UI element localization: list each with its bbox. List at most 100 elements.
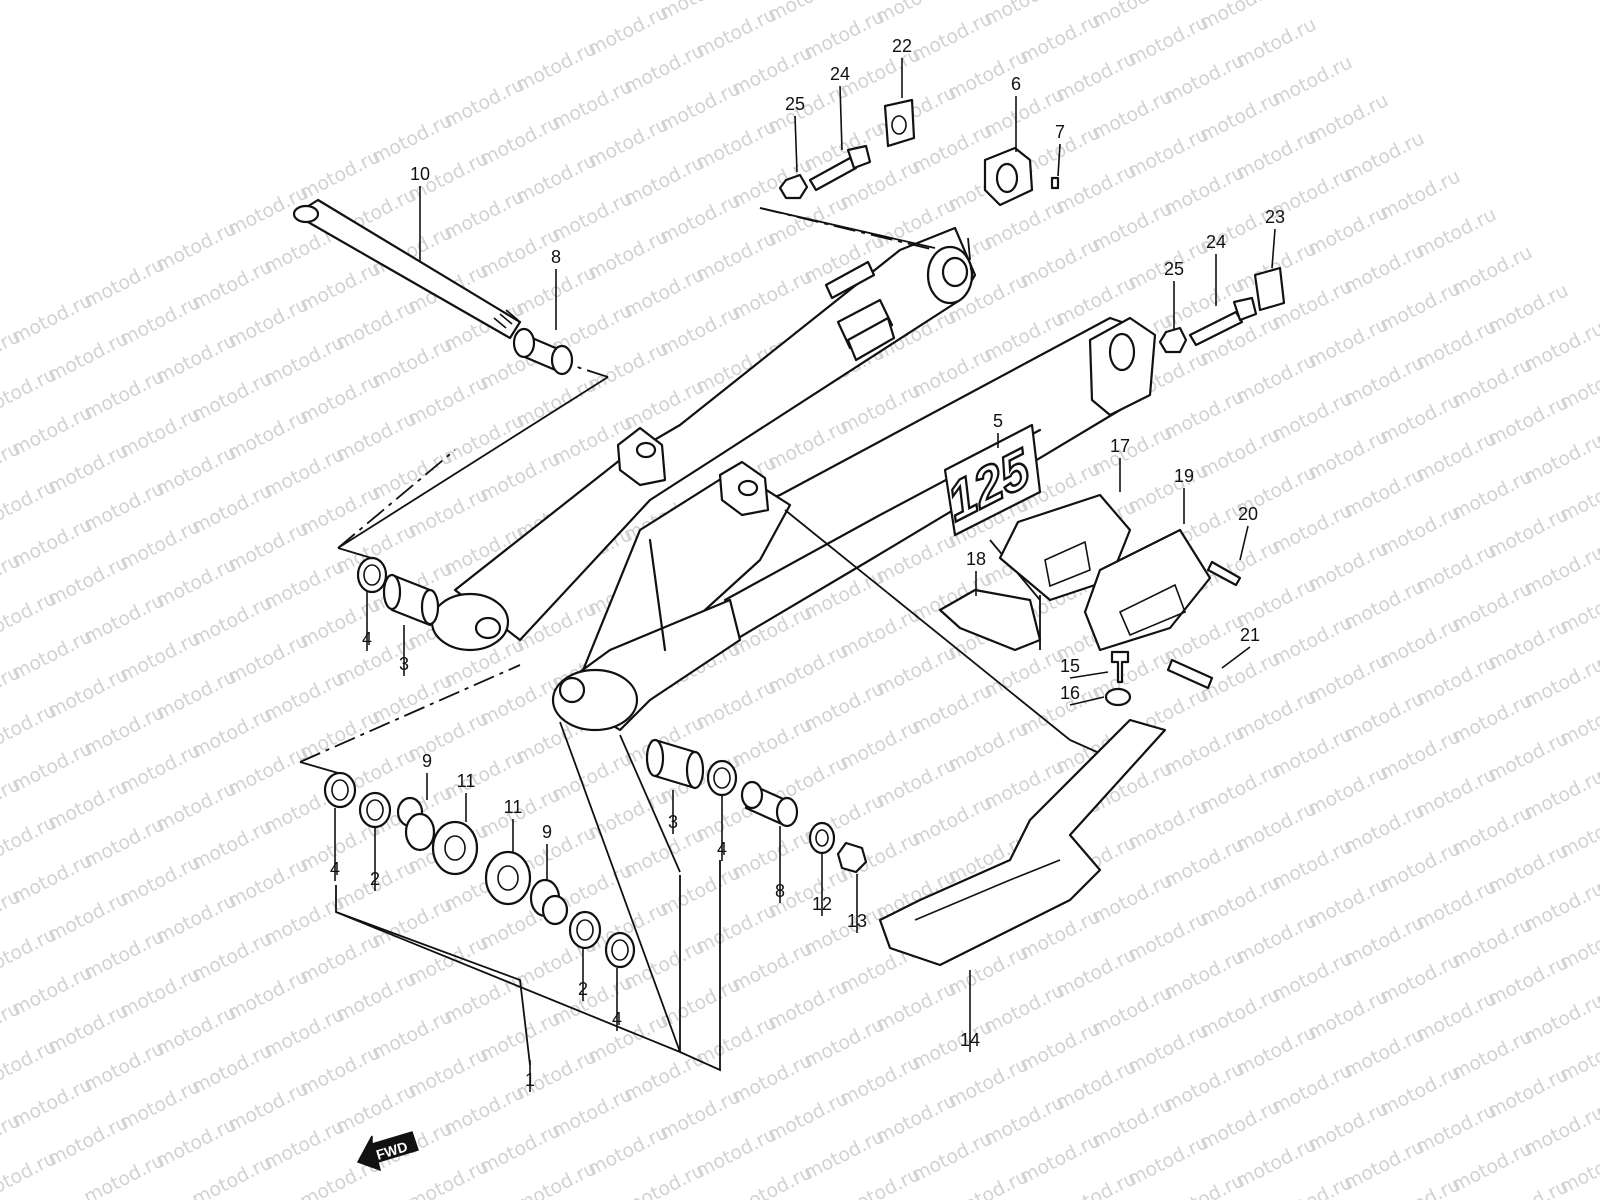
bolt-20 [1206,560,1242,587]
clip-22 [883,98,916,148]
washer-11-a [431,820,479,876]
bolt-21 [1166,658,1214,690]
watermark-text: motod.ru [1196,0,1284,34]
chain-slider-14 [878,718,1167,967]
bolt-15 [1110,650,1130,684]
callout-23: 23 [1265,207,1285,269]
watermark-text: motod.ru [1556,691,1600,750]
plate-19 [1083,528,1212,652]
callout-11: 11 [504,797,522,852]
washer-16 [1104,687,1132,707]
callout-number: 15 [1060,656,1080,676]
watermark-text: motod.ru [1304,89,1392,148]
watermark-text: motod.ru [872,0,960,28]
callout-number: 4 [362,629,372,649]
nut-13 [836,841,868,874]
seal-4-d [706,759,738,797]
collar-2-a [358,791,392,829]
callout-24: 24 [1206,232,1226,306]
callout-20: 20 [1238,504,1258,561]
callout-16: 16 [1060,683,1105,706]
callout-4: 4 [717,796,727,861]
callout-number: 8 [551,247,561,267]
watermark-text: motod.ru [1556,579,1600,638]
callout-4: 4 [330,808,340,881]
callout-18: 18 [966,549,986,596]
callout-number: 12 [812,894,832,914]
callout-number: 16 [1060,683,1080,703]
watermark-text: motod.ru [1448,241,1536,300]
watermark-text: motod.ru [1520,541,1600,600]
watermark-text: motod.ru [1232,13,1320,72]
watermark-text: motod.ru [1556,915,1600,974]
callout-9: 9 [542,822,552,880]
watermark-text: motod.ru [1520,989,1600,1048]
callout-number: 24 [830,64,850,84]
watermark-text: motod.ru [1556,1139,1600,1198]
callout-leader [1069,696,1105,706]
callout-24: 24 [830,64,850,151]
callout-leader [1221,646,1251,669]
callout-2: 2 [370,828,380,891]
watermark-text: motod.ru [764,0,852,26]
callout-number: 4 [612,1009,622,1029]
callout-8: 8 [775,826,785,903]
callout-4: 4 [362,592,372,651]
watermark-text: motod.ru [1556,355,1600,414]
screw-7 [1050,176,1060,190]
callout-number: 6 [1011,74,1021,94]
seal-4-c [604,931,636,969]
bearing-3-a [382,573,440,627]
callout-number: 17 [1110,436,1130,456]
bolt-24-upper [808,144,872,192]
callout-14: 14 [960,970,980,1052]
callout-number: 25 [1164,259,1184,279]
callout-number: 9 [422,751,432,771]
watermark-text: motod.ru [1556,1027,1600,1086]
callout-4: 4 [612,968,622,1031]
callout-10: 10 [410,164,430,262]
bolt-24-right [1188,296,1258,347]
callout-25: 25 [785,94,805,173]
fwd-arrow: FWD [356,1131,419,1172]
callout-7: 7 [1055,122,1065,177]
callout-17: 17 [1110,436,1130,492]
callout-1: 1 [525,1060,535,1092]
bush-9-b [529,878,569,926]
clip-23 [1253,266,1286,312]
callout-number: 4 [330,859,340,879]
callout-6: 6 [1011,74,1021,152]
watermark-text: motod.ru [1520,653,1600,712]
callout-8: 8 [551,247,561,330]
callout-number: 23 [1265,207,1285,227]
seal-4-b [323,771,357,809]
callout-3: 3 [668,790,678,834]
watermark-text: motod.ru [1340,127,1428,186]
callout-leader [839,85,843,151]
callout-leader [794,115,798,173]
callout-number: 2 [370,869,380,889]
bush-9-a [396,796,436,852]
watermark-text: motod.ru [1520,1101,1600,1160]
watermark-text: motod.ru [1412,203,1500,262]
callout-number: 8 [775,881,785,901]
callout-number: 18 [966,549,986,569]
callout-number: 22 [892,36,912,56]
collar-8-upper [512,327,574,376]
nut-25-upper [778,173,809,200]
pivot-axle-bolt [292,198,522,340]
collar-8-lower [740,780,799,828]
callout-19: 19 [1174,466,1194,524]
watermark-text: motod.ru [656,0,744,24]
small-parts [292,98,1286,969]
guard-18 [938,588,1042,652]
callout-21: 21 [1221,625,1260,669]
assembly-guides [299,207,1116,1072]
callout-12: 12 [812,854,832,916]
watermark-text: motod.ru [1268,51,1356,110]
collar-2-b [568,910,602,950]
callout-number: 3 [668,812,678,832]
watermark-text: motod.ru [1520,877,1600,936]
watermark-text: motod.ru [1484,279,1572,338]
callout-number: 3 [399,654,409,674]
